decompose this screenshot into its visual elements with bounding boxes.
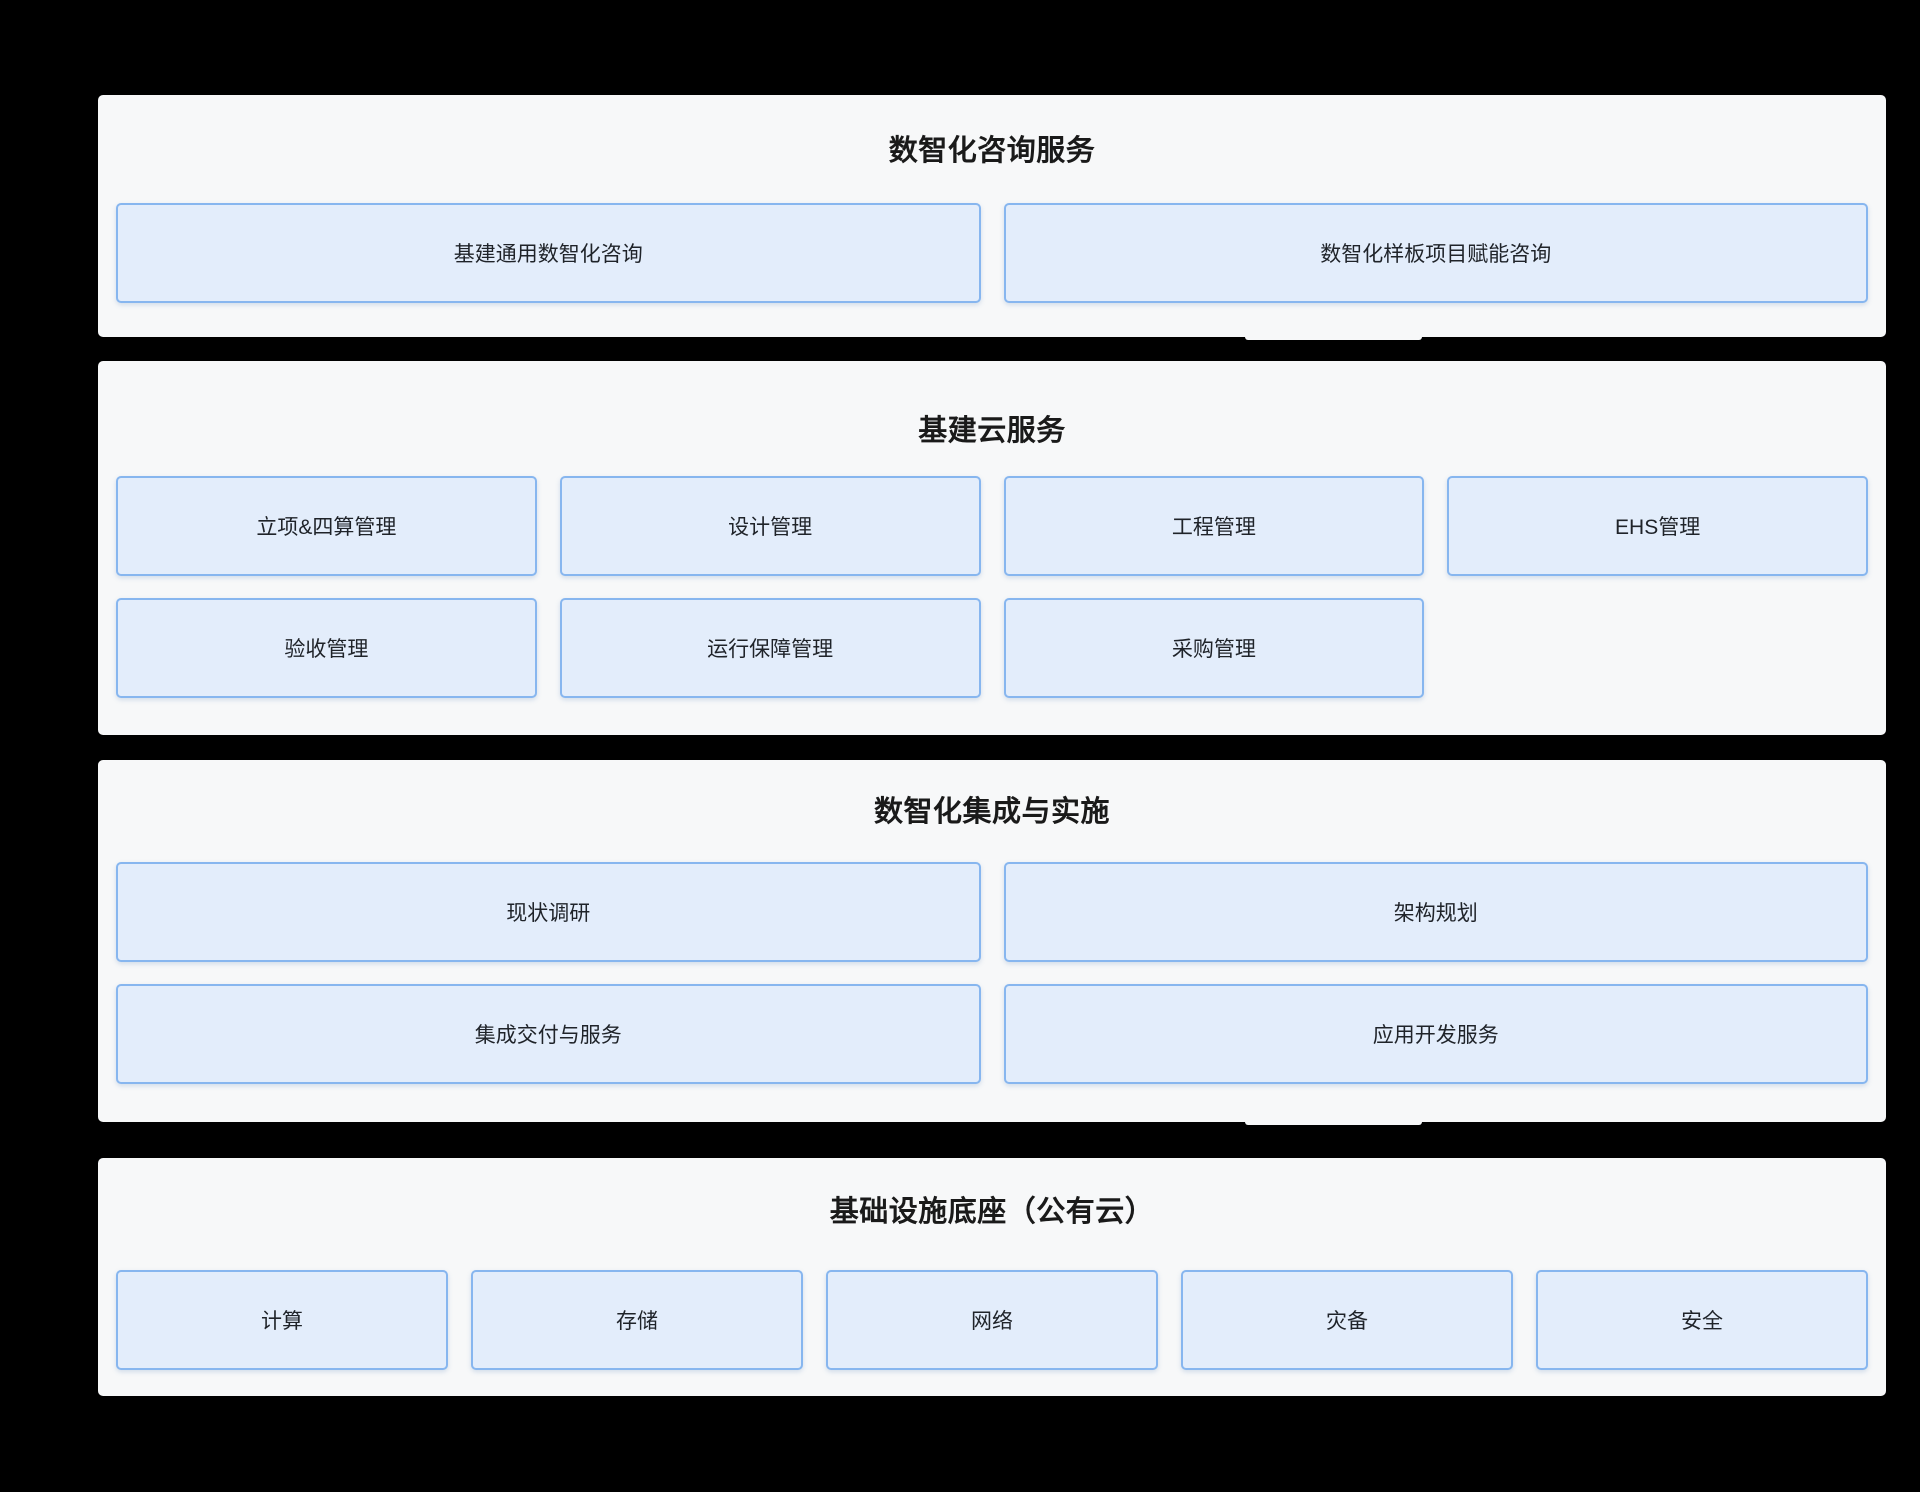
box-operation-support-mgmt: 运行保障管理: [559, 598, 981, 698]
panel-notch: [1245, 334, 1422, 340]
box-general-infra-consulting: 基建通用数智化咨询: [116, 203, 981, 303]
box-network: 网络: [826, 1270, 1158, 1370]
box-architecture-planning: 架构规划: [1003, 862, 1868, 962]
box-procurement-mgmt: 采购管理: [1003, 598, 1425, 698]
section-infra-cloud-services: 基建云服务 立项&四算管理 设计管理 工程管理 EHS管理 验收管理 运行保障管…: [98, 361, 1886, 735]
box-storage: 存储: [471, 1270, 803, 1370]
panel-notch: [1245, 1119, 1422, 1125]
box-grid-digital-consulting: 基建通用数智化咨询 数智化样板项目赋能咨询: [116, 203, 1868, 303]
section-digital-consulting: 数智化咨询服务 基建通用数智化咨询 数智化样板项目赋能咨询: [98, 95, 1886, 340]
box-grid-infra-base: 计算 存储 网络 灾备 安全: [116, 1270, 1868, 1370]
section-title-infra-cloud-services: 基建云服务: [918, 415, 1066, 447]
box-project-approval-budget-mgmt: 立项&四算管理: [116, 476, 537, 576]
box-grid-digital-integration: 现状调研 架构规划 集成交付与服务 应用开发服务: [116, 862, 1868, 1084]
box-engineering-mgmt: 工程管理: [1003, 476, 1425, 576]
box-app-development-services: 应用开发服务: [1003, 984, 1868, 1084]
section-title-infra-base-public-cloud: 基础设施底座（公有云）: [829, 1196, 1155, 1228]
box-ehs-mgmt: EHS管理: [1447, 476, 1868, 576]
box-acceptance-mgmt: 验收管理: [116, 598, 537, 698]
section-title-digital-consulting: 数智化咨询服务: [888, 135, 1096, 167]
section-title-digital-integration: 数智化集成与实施: [873, 796, 1110, 828]
box-security: 安全: [1536, 1270, 1868, 1370]
box-grid-infra-cloud-services: 立项&四算管理 设计管理 工程管理 EHS管理 验收管理 运行保障管理 采购管理: [116, 476, 1868, 698]
box-current-state-survey: 现状调研: [116, 862, 981, 962]
box-integration-delivery-services: 集成交付与服务: [116, 984, 981, 1084]
box-sample-project-enablement-consulting: 数智化样板项目赋能咨询: [1003, 203, 1868, 303]
section-infra-base-public-cloud: 基础设施底座（公有云） 计算 存储 网络 灾备 安全: [98, 1158, 1886, 1396]
section-digital-integration: 数智化集成与实施 现状调研 架构规划 集成交付与服务 应用开发服务: [98, 760, 1886, 1125]
box-disaster-recovery: 灾备: [1181, 1270, 1513, 1370]
box-compute: 计算: [116, 1270, 448, 1370]
box-design-mgmt: 设计管理: [559, 476, 981, 576]
